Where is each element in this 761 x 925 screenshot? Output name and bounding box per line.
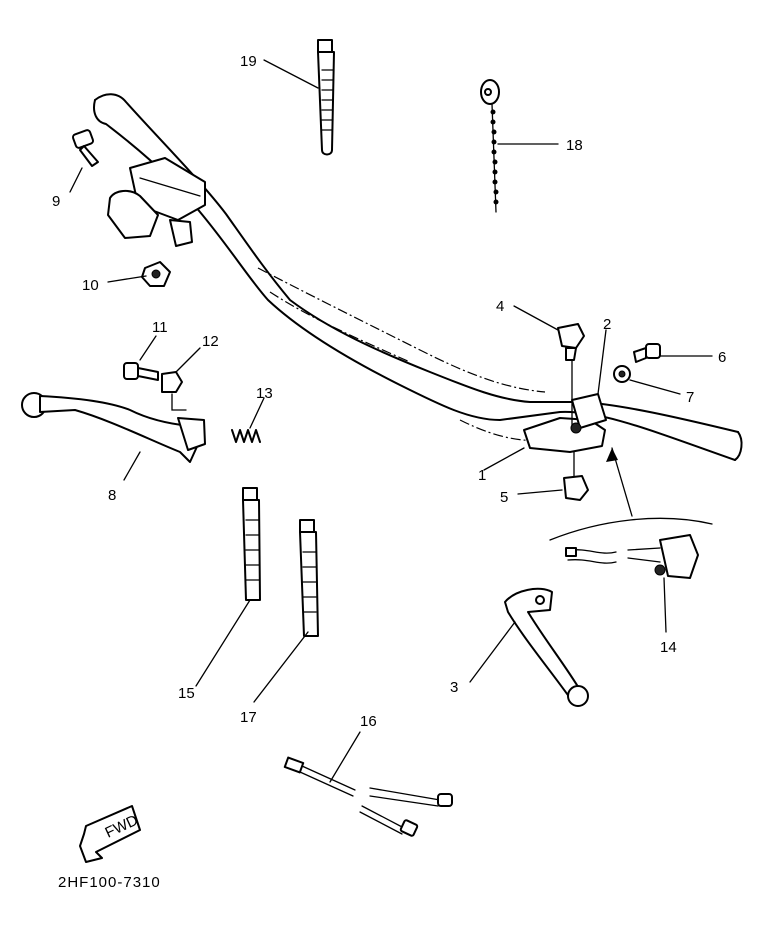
part-label-15: 15 xyxy=(178,685,195,702)
reference-code: 2HF100-7310 xyxy=(58,874,161,891)
leader-lines xyxy=(69,59,713,783)
bolt-11 xyxy=(123,362,159,381)
part-label-13: 13 xyxy=(256,385,273,402)
nut-12 xyxy=(161,371,187,411)
part-label-3: 3 xyxy=(450,679,458,696)
part-label-14: 14 xyxy=(660,639,677,656)
clutch-lever-3 xyxy=(504,587,589,707)
part-label-17: 17 xyxy=(240,709,257,726)
nut-10 xyxy=(141,261,171,287)
master-cylinder-clamp xyxy=(107,157,206,247)
cable-tie-17 xyxy=(299,519,319,637)
part-label-9: 9 xyxy=(52,193,60,210)
part-label-4: 4 xyxy=(496,298,504,315)
screw-6 xyxy=(633,343,661,363)
bead-strap-18 xyxy=(480,79,500,213)
cable-tie-15 xyxy=(242,487,261,601)
cable-tie-19 xyxy=(317,39,335,156)
part-label-18: 18 xyxy=(566,137,583,154)
washer-7 xyxy=(613,365,631,383)
fwd-arrow-badge: FWD xyxy=(79,805,141,863)
clutch-switch-inset xyxy=(549,447,713,579)
part-label-5: 5 xyxy=(500,489,508,506)
part-label-16: 16 xyxy=(360,713,377,730)
spring-13 xyxy=(231,429,261,443)
part-label-7: 7 xyxy=(686,389,694,406)
nut-5 xyxy=(563,451,589,501)
brake-lever-8 xyxy=(21,392,206,463)
handlebar xyxy=(93,93,743,461)
bolt-9 xyxy=(71,129,99,167)
part-label-2: 2 xyxy=(603,316,611,333)
part-label-11: 11 xyxy=(152,319,168,336)
part-labels: 1 2 3 4 5 6 7 8 9 10 11 12 13 14 15 16 1… xyxy=(52,53,726,730)
part-label-19: 19 xyxy=(240,53,257,70)
part-label-1: 1 xyxy=(478,467,486,484)
part-label-12: 12 xyxy=(202,333,219,350)
bolt-4 xyxy=(557,323,585,426)
part-label-6: 6 xyxy=(718,349,726,366)
part-label-10: 10 xyxy=(82,277,99,294)
wire-harness-16 xyxy=(283,756,453,837)
part-label-8: 8 xyxy=(108,487,116,504)
clutch-holder-1 xyxy=(523,393,607,453)
